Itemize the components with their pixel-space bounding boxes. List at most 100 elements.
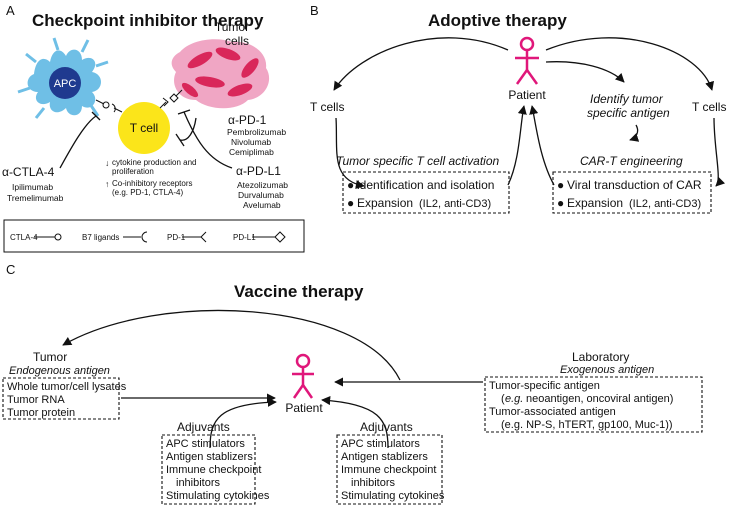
panel-c: C Vaccine therapy Tumor Endogenous antig…: [2, 262, 703, 505]
legend-box: [3, 219, 305, 253]
down-arrow-icon: ↓: [105, 158, 109, 168]
adj-right-item-2: Antigen stablizers: [341, 451, 428, 463]
svg-text:CTLA-4: CTLA-4: [10, 233, 38, 242]
right-box-bullet-2: ●: [557, 196, 564, 210]
adj-right-item-4: inhibitors: [351, 477, 396, 489]
adj-left-item-2: Antigen stablizers: [166, 451, 253, 463]
identify-line-2: specific antigen: [587, 106, 670, 120]
patient-label: Patient: [508, 88, 546, 102]
pdl1-drug-3: Avelumab: [243, 200, 281, 210]
tumor-antigen-box: [2, 377, 120, 420]
right-box-bullet-1: ●: [557, 178, 564, 192]
t-cell-label: T cell: [130, 121, 158, 135]
arrow-patient-to-tcells-left: [333, 37, 509, 91]
pdl1-drug-1: Atezolizumab: [237, 180, 288, 190]
left-box-line-2-suffix: (IL2, anti-CD3): [419, 198, 491, 210]
left-box-line-1: identification and isolation: [357, 178, 494, 192]
panel-c-title: Vaccine therapy: [234, 282, 364, 301]
car-t-label: CAR-T engineering: [580, 154, 683, 168]
svg-text:B7 ligands: B7 ligands: [82, 233, 119, 242]
effect-line-4: (e.g. PD-1, CTLA-4): [112, 188, 183, 197]
arrow-tcells-to-car: [713, 117, 726, 187]
right-box-line-2: Expansion: [567, 196, 623, 210]
pdl1-inhibition-line: [183, 111, 233, 169]
arrow-antigen-to-car: [629, 124, 640, 142]
endogenous-label: Endogenous antigen: [9, 365, 110, 377]
receptor-tumor-tcell: [159, 89, 183, 109]
effect-line-1: cytokine production and: [112, 158, 197, 167]
pd1-drug-3: Cemiplimab: [229, 147, 274, 157]
arrow-car-to-patient: [529, 105, 555, 186]
adj-right-item-1: APC stimulators: [341, 438, 420, 450]
activation-label: Tumor specific T cell activation: [336, 154, 499, 168]
arrow-patient-to-tcells-right: [545, 37, 714, 91]
svg-text:PD-L1: PD-L1: [233, 233, 256, 242]
left-box-bullet-1: ●: [347, 178, 354, 192]
panel-a-letter: A: [6, 3, 15, 18]
tumor-item-2: Tumor RNA: [7, 394, 65, 406]
arrow-adjuvant-left: [209, 397, 277, 449]
adj-right-item-3: Immune checkpoint: [341, 464, 436, 476]
pd1-inhibition-line: [179, 117, 197, 141]
panel-b-title: Adoptive therapy: [428, 11, 567, 30]
apc-label: APC: [54, 78, 77, 90]
pdl1-drug-2: Durvalumab: [238, 190, 284, 200]
ctla4-drug-2: Tremelimumab: [7, 193, 64, 203]
up-arrow-icon: ↑: [105, 179, 109, 189]
adj-left-item-4: inhibitors: [176, 477, 221, 489]
pdl1-label: α-PD-L1: [236, 164, 281, 178]
adjuvants-left-label: Adjuvants: [177, 420, 230, 434]
t-cell: [118, 102, 170, 154]
left-box-bullet-2: ●: [347, 196, 354, 210]
tumor-item-1: Whole tumor/cell lysates: [7, 381, 127, 393]
adjuvants-right-box: [336, 434, 443, 505]
arrow-patient-to-antigen: [545, 61, 625, 83]
exogenous-label: Exogenous antigen: [560, 364, 654, 376]
tumor-label: Tumor: [33, 350, 67, 364]
arrow-adjuvant-right: [321, 396, 389, 449]
identify-line-1: Identify tumor: [590, 92, 664, 106]
panel-b: B Adoptive therapy Patient T cells T cel…: [310, 3, 726, 214]
lab-line-1: Tumor-specific antigen: [489, 380, 600, 392]
ctla4-inhibition-line: [59, 115, 97, 169]
panel-a-title: Checkpoint inhibitor therapy: [32, 11, 264, 30]
ctla4-drug-1: Ipilimumab: [12, 182, 53, 192]
patient-label-c: Patient: [285, 401, 323, 415]
adjuvants-left-box: [161, 434, 256, 505]
legend-ctla4: CTLA-4: [10, 233, 62, 242]
tumor-label-2: cells: [225, 34, 249, 48]
apc-cell: APC: [17, 37, 109, 119]
lab-line-2-eg: e.g.: [505, 393, 523, 405]
arrow-tcells-to-activation: [335, 117, 365, 190]
receptor-apc-tcell: [95, 99, 123, 113]
tcells-right-label: T cells: [692, 100, 726, 114]
tumor-cells: Tumor cells: [171, 20, 270, 109]
lab-antigen-box: [484, 376, 703, 433]
panel-a: A Checkpoint inhibitor therapy APC Tumor…: [2, 3, 305, 253]
lab-line-4: (e.g. NP-S, hTERT, gp100, Muc-1)): [501, 419, 673, 431]
pd1-label: α-PD-1: [228, 113, 267, 127]
effect-line-2: proliferation: [112, 167, 154, 176]
adj-left-item-5: Stimulating cytokines: [166, 490, 270, 502]
svg-text:PD-1: PD-1: [167, 233, 186, 242]
arrow-patient-to-tumor: [62, 309, 401, 381]
car-t-box: [552, 171, 712, 214]
ctla4-label: α-CTLA-4: [2, 165, 55, 179]
apc-nucleus: [49, 67, 81, 99]
patient-icon: [515, 36, 539, 85]
lab-line-2-rest: neoantigen, oncoviral antigen): [526, 393, 673, 405]
laboratory-label: Laboratory: [572, 350, 629, 364]
right-box-line-1: Viral transduction of CAR: [567, 178, 702, 192]
adj-left-item-1: APC stimulators: [166, 438, 245, 450]
right-box-line-2-suffix: (IL2, anti-CD3): [629, 198, 701, 210]
pd1-drug-2: Nivolumab: [231, 137, 271, 147]
tcells-left-label: T cells: [310, 100, 344, 114]
tumor-item-3: Tumor protein: [7, 407, 75, 419]
patient-icon-c: [292, 353, 314, 399]
arrow-activation-to-patient: [507, 105, 527, 186]
legend-pd1: PD-1: [167, 231, 207, 243]
tumor-label-1: Tumor: [215, 20, 249, 34]
adj-left-item-3: Immune checkpoint: [166, 464, 261, 476]
legend-b7: B7 ligands: [82, 231, 148, 243]
